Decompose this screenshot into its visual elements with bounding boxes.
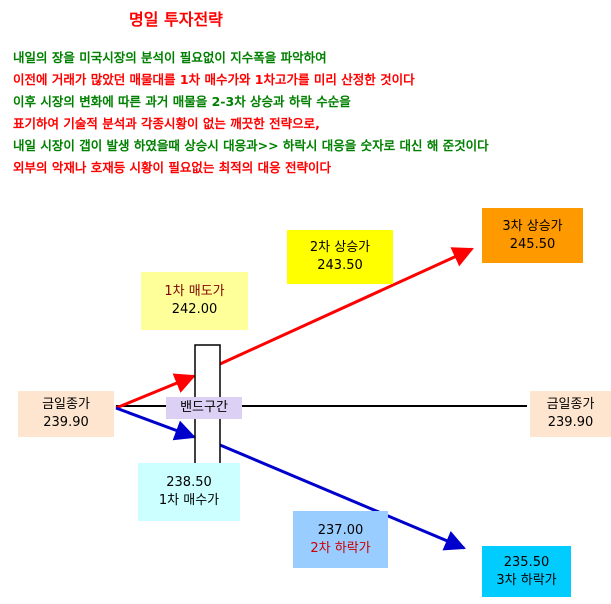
rise-3-box: 3차 상승가 245.50 [482,208,583,263]
sell-1-box: 1차 매도가 242.00 [141,272,248,330]
rise-3-label: 3차 상승가 [502,218,563,234]
rise-2-label: 2차 상승가 [309,240,371,255]
page-title: 명일 투자전략 [129,10,223,29]
description-block: 내일의 장을 미국시장의 분석이 필요없이 지수폭을 파악하여 이전에 거래가 … [13,47,489,179]
close-left-value: 239.90 [43,415,89,430]
rise-2-value: 243.50 [317,258,363,273]
sell-1-label: 1차 매도가 [164,284,225,299]
description-line-2: 이전에 거래가 많았던 매물대를 1차 매수가와 1차고가를 미리 산정한 것이… [13,72,415,87]
description-line-5: 내일 시장이 갭이 발생 하였을때 상승시 대응과>> 하락시 대응을 숫자로 … [13,138,489,153]
buy-1-label: 1차 매수가 [158,493,220,508]
close-right-value: 239.90 [547,415,594,430]
down-arrow-1 [115,406,196,441]
buy-1-box: 238.50 1차 매수가 [138,463,240,521]
up-arrow-1 [115,373,196,410]
band-label-text: 밴드구간 [180,400,228,415]
fall-3-value: 235.50 [503,554,550,570]
close-price-right: 금일종가 239.90 [530,391,611,437]
sell-1-value: 242.00 [171,302,218,317]
fall-2-box: 237.00 2차 하락가 [293,511,388,568]
description-line-1: 내일의 장을 미국시장의 분석이 필요없이 지수폭을 파악하여 [13,50,327,65]
buy-1-value: 238.50 [166,475,212,490]
rise-3-value: 245.50 [509,236,556,252]
fall-3-label: 3차 하락가 [496,572,557,588]
description-line-4: 표기하여 기술적 분석과 각종시황이 없는 깨끗한 전략으로, [13,116,320,131]
fall-2-label: 2차 하락가 [310,540,371,556]
close-price-left: 금일종가 239.90 [18,391,114,437]
description-line-3: 이후 시장의 변화에 따른 과거 매물을 2-3차 상승과 하락 수순을 [13,94,351,109]
fall-2-value: 237.00 [317,522,364,538]
close-right-label: 금일종가 [546,397,595,412]
description-line-6: 외부의 악재나 호재등 시황이 필요없는 최적의 대응 전략이다 [13,160,331,175]
rise-2-box: 2차 상승가 243.50 [287,230,393,284]
close-left-label: 금일종가 [42,397,90,412]
up-arrow-2 [219,247,474,366]
down-arrow-2 [219,443,466,551]
band-label: 밴드구간 [166,397,242,419]
fall-3-box: 235.50 3차 하락가 [482,546,571,597]
